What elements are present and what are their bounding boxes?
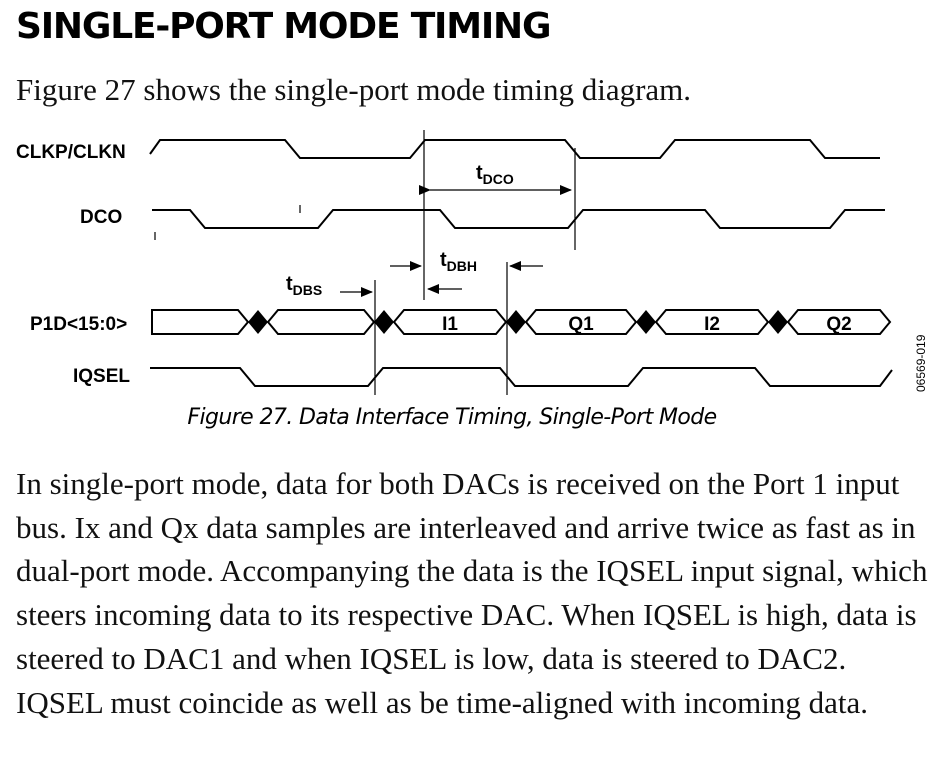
param-tdco: tDCO xyxy=(476,162,514,187)
p1d-transition-1 xyxy=(374,310,394,334)
bus-value-q1: Q1 xyxy=(568,314,594,335)
p1d-bus-segment-0 xyxy=(151,309,250,335)
param-tdbs: tDBS xyxy=(286,273,322,298)
dco-waveform xyxy=(152,209,885,229)
p1d-transition-3 xyxy=(636,310,656,334)
figure-caption: Figure 27. Data Interface Timing, Single… xyxy=(187,405,717,430)
signal-label-iqsel: IQSEL xyxy=(73,366,130,387)
body-paragraph: In single-port mode, data for both DACs … xyxy=(16,466,928,720)
iqsel-waveform xyxy=(150,367,893,387)
p1d-transition-4 xyxy=(768,310,788,334)
p1d-transition-0 xyxy=(248,310,268,334)
bus-value-q2: Q2 xyxy=(826,314,851,335)
p1d-transition-2 xyxy=(506,310,526,334)
figure-id: 06569-019 xyxy=(914,334,928,392)
bus-value-i1: I1 xyxy=(442,314,458,335)
timing-diagram: CLKP/CLKN DCO P1D<15:0> IQSEL tDCO tDBS … xyxy=(16,130,928,395)
section-heading: SINGLE-PORT MODE TIMING xyxy=(16,6,552,47)
p1d-bus-segment-q2 xyxy=(786,309,892,335)
clk-waveform xyxy=(149,139,880,159)
bus-value-i2: I2 xyxy=(704,314,720,335)
p1d-bus-segment-1 xyxy=(266,309,376,335)
signal-label-dco: DCO xyxy=(80,207,122,228)
signal-label-p1d: P1D<15:0> xyxy=(30,314,127,335)
param-tdbh: tDBH xyxy=(440,249,477,274)
intro-paragraph: Figure 27 shows the single-port mode tim… xyxy=(16,72,692,107)
signal-label-clk: CLKP/CLKN xyxy=(16,142,126,163)
